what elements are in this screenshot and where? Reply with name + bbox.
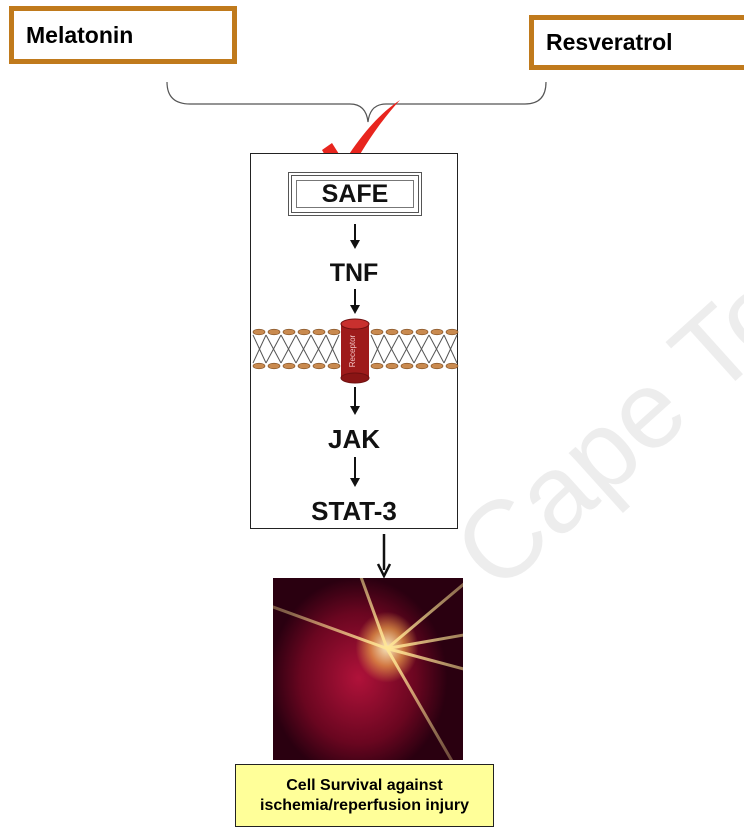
arrow-down-icon: [350, 224, 360, 249]
outcome-box: Cell Survival against ischemia/reperfusi…: [235, 764, 494, 827]
arrow-down-icon: [350, 289, 360, 314]
stat3-label: STAT-3: [251, 496, 457, 527]
arrow-down-icon: [350, 457, 360, 487]
arrow-down-icon: [350, 387, 360, 415]
arrow-down-icon: [370, 532, 400, 580]
pathway-arrows: Receptor: [251, 154, 459, 530]
receptor-icon: Receptor: [341, 319, 369, 383]
jak-label: JAK: [251, 424, 457, 455]
outcome-line-1: Cell Survival against: [286, 776, 443, 796]
heart-image: [273, 578, 463, 760]
tnf-label: TNF: [251, 259, 457, 288]
outcome-line-2: ischemia/reperfusion injury: [260, 796, 469, 816]
pathway-panel: SAFE: [250, 153, 458, 529]
receptor-label: Receptor: [348, 334, 357, 367]
watermark-text: Cape Town: [430, 153, 744, 614]
